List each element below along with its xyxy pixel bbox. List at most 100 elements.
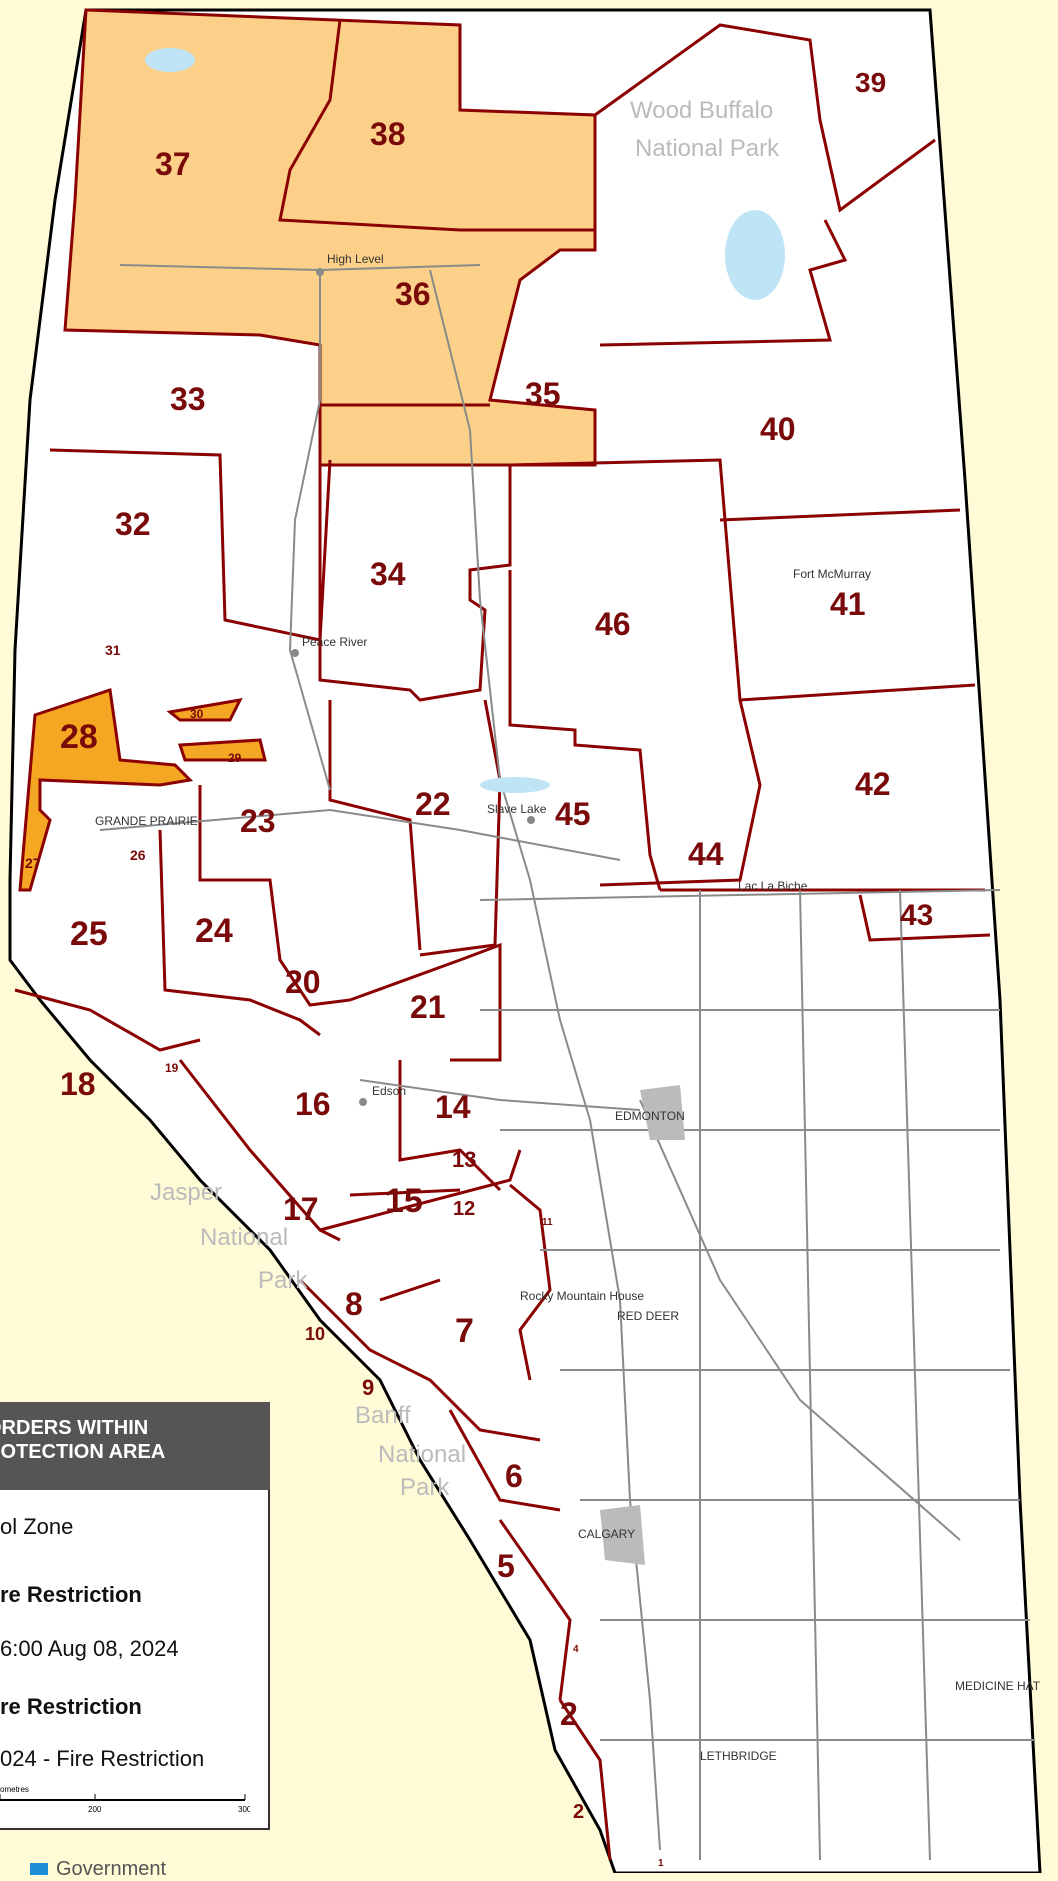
footer-brand: Government xyxy=(56,1858,167,1880)
zone-label-19: 19 xyxy=(165,1061,179,1075)
city-label-calgary: CALGARY xyxy=(578,1527,635,1541)
bistcho-lake xyxy=(145,48,195,72)
city-dot-peace-river xyxy=(291,649,299,657)
zone-label-22: 22 xyxy=(415,786,451,822)
zone-label-33: 33 xyxy=(170,381,206,417)
zone-label-39: 39 xyxy=(855,67,886,98)
zone-label-30: 30 xyxy=(190,707,204,721)
zone-label-26: 26 xyxy=(130,847,146,863)
lake-claire xyxy=(725,210,785,300)
city-label-slave-lake: Slave Lake xyxy=(487,802,547,816)
zone-label-24: 24 xyxy=(195,912,233,950)
zone-label-2a: 2 xyxy=(560,1696,578,1732)
zone-label-16: 16 xyxy=(295,1086,331,1122)
zone-37-38-36-35-area xyxy=(63,8,597,467)
city-label-edson: Edson xyxy=(372,1084,406,1098)
zone-label-13: 13 xyxy=(452,1147,476,1172)
zone-label-11: 11 xyxy=(542,1217,553,1228)
zone-label-14: 14 xyxy=(435,1089,471,1125)
zone-label-20: 20 xyxy=(285,964,321,1000)
lesser-slave-lake xyxy=(480,777,550,793)
zone-label-9: 9 xyxy=(362,1375,374,1400)
park-label-national-3: National xyxy=(378,1441,466,1468)
scale-tick-200: 200 xyxy=(88,1805,102,1814)
zone-label-34: 34 xyxy=(370,556,406,592)
zone-label-37: 37 xyxy=(155,146,191,182)
legend-row-control-zone: ol Zone xyxy=(0,1514,74,1539)
zone-label-44: 44 xyxy=(688,836,724,872)
zone-label-36: 36 xyxy=(395,276,431,312)
city-label-fort-mcmurray: Fort McMurray xyxy=(793,567,871,581)
zone-label-46: 46 xyxy=(595,606,631,642)
legend-header: ORDERS WITHIN ROTECTION AREA xyxy=(0,1402,270,1490)
zone-label-43: 43 xyxy=(900,899,933,932)
road-network xyxy=(99,264,1035,1861)
zone-label-35: 35 xyxy=(525,376,561,412)
legend-panel: ORDERS WITHIN ROTECTION AREA ol Zone re … xyxy=(0,1402,270,1830)
zone-38-boundary xyxy=(278,19,595,232)
zone-label-1: 1 xyxy=(658,1858,664,1869)
zone-label-27: 27 xyxy=(25,855,41,871)
park-label-wood-buffalo: Wood Buffalo xyxy=(630,97,773,124)
city-label-rocky-mountain-house: Rocky Mountain House xyxy=(520,1289,644,1303)
zone-label-15: 15 xyxy=(385,1182,423,1220)
zone-label-32: 32 xyxy=(115,506,151,542)
zone-label-23: 23 xyxy=(240,803,276,839)
park-label-national-park-1: National Park xyxy=(635,135,780,162)
zone-label-6: 6 xyxy=(505,1458,523,1494)
city-label-lac-la-biche: Lac La Biche xyxy=(738,879,808,893)
zone-label-40: 40 xyxy=(760,411,796,447)
park-label-park-3: Park xyxy=(400,1474,450,1501)
city-label-edmonton: EDMONTON xyxy=(615,1109,685,1123)
park-label-banff: Banff xyxy=(355,1402,411,1429)
scale-tick-300: 300 xyxy=(238,1805,250,1814)
zone-label-2b: 2 xyxy=(573,1801,584,1823)
zone-label-18: 18 xyxy=(60,1066,96,1102)
legend-row-date: 6:00 Aug 08, 2024 xyxy=(0,1636,179,1661)
zone-label-41: 41 xyxy=(830,586,866,622)
alberta-logo-icon xyxy=(30,1863,48,1875)
zone-label-12: 12 xyxy=(453,1198,475,1220)
zone-label-7: 7 xyxy=(455,1312,474,1350)
zone-label-10: 10 xyxy=(305,1324,325,1344)
city-dot-high-level xyxy=(316,268,324,276)
zone-label-4: 4 xyxy=(573,1644,579,1655)
legend-title-line1: ORDERS WITHIN xyxy=(0,1417,149,1439)
zone-29-30-area xyxy=(166,698,267,762)
zone-label-8: 8 xyxy=(345,1286,363,1322)
legend-row-fire-restriction-1: re Restriction xyxy=(0,1582,142,1607)
park-label-national-2: National xyxy=(200,1224,288,1251)
legend-row-fire-restriction-2: re Restriction xyxy=(0,1694,142,1719)
city-label-grande-prairie: GRANDE PRAIRIE xyxy=(95,814,198,828)
scale-bar: ometres 200 300 xyxy=(0,1785,250,1814)
zone-label-17: 17 xyxy=(283,1191,319,1227)
zone-label-25: 25 xyxy=(70,915,108,953)
scale-unit-label: ometres xyxy=(0,1785,29,1794)
park-labels: Wood Buffalo National Park Jasper Nation… xyxy=(150,97,780,1501)
edmonton-city xyxy=(640,1085,685,1140)
footer-logo: Government xyxy=(0,1858,166,1881)
zone-label-28: 28 xyxy=(60,718,98,756)
city-labels: High Level Peace River Slave Lake GRANDE… xyxy=(95,252,1041,1763)
legend-title-line2: ROTECTION AREA xyxy=(0,1441,166,1463)
park-label-park-2: Park xyxy=(258,1267,308,1294)
city-dot-slave-lake xyxy=(527,816,535,824)
zone-label-31: 31 xyxy=(105,642,121,658)
zone-28-area xyxy=(18,688,194,892)
park-label-jasper: Jasper xyxy=(150,1179,222,1206)
zone-label-21: 21 xyxy=(410,989,446,1025)
zone-label-29: 29 xyxy=(228,751,242,765)
zone-boundaries xyxy=(14,23,991,1861)
city-label-medicine-hat: MEDICINE HAT xyxy=(955,1679,1041,1693)
zone-label-5: 5 xyxy=(497,1548,515,1584)
zone-label-38: 38 xyxy=(370,116,406,152)
city-label-lethbridge: LETHBRIDGE xyxy=(700,1749,777,1763)
zone-labels: 39 37 38 36 35 40 33 32 34 46 41 4 2 31 3… xyxy=(25,67,933,1869)
city-label-high-level: High Level xyxy=(327,252,384,266)
city-label-peace-river: Peace River xyxy=(302,635,367,649)
city-label-red-deer: RED DEER xyxy=(617,1309,679,1323)
legend-row-fire-restriction-3: 024 - Fire Restriction xyxy=(0,1746,205,1771)
zone-label-45: 45 xyxy=(555,796,591,832)
city-dot-edson xyxy=(359,1098,367,1106)
